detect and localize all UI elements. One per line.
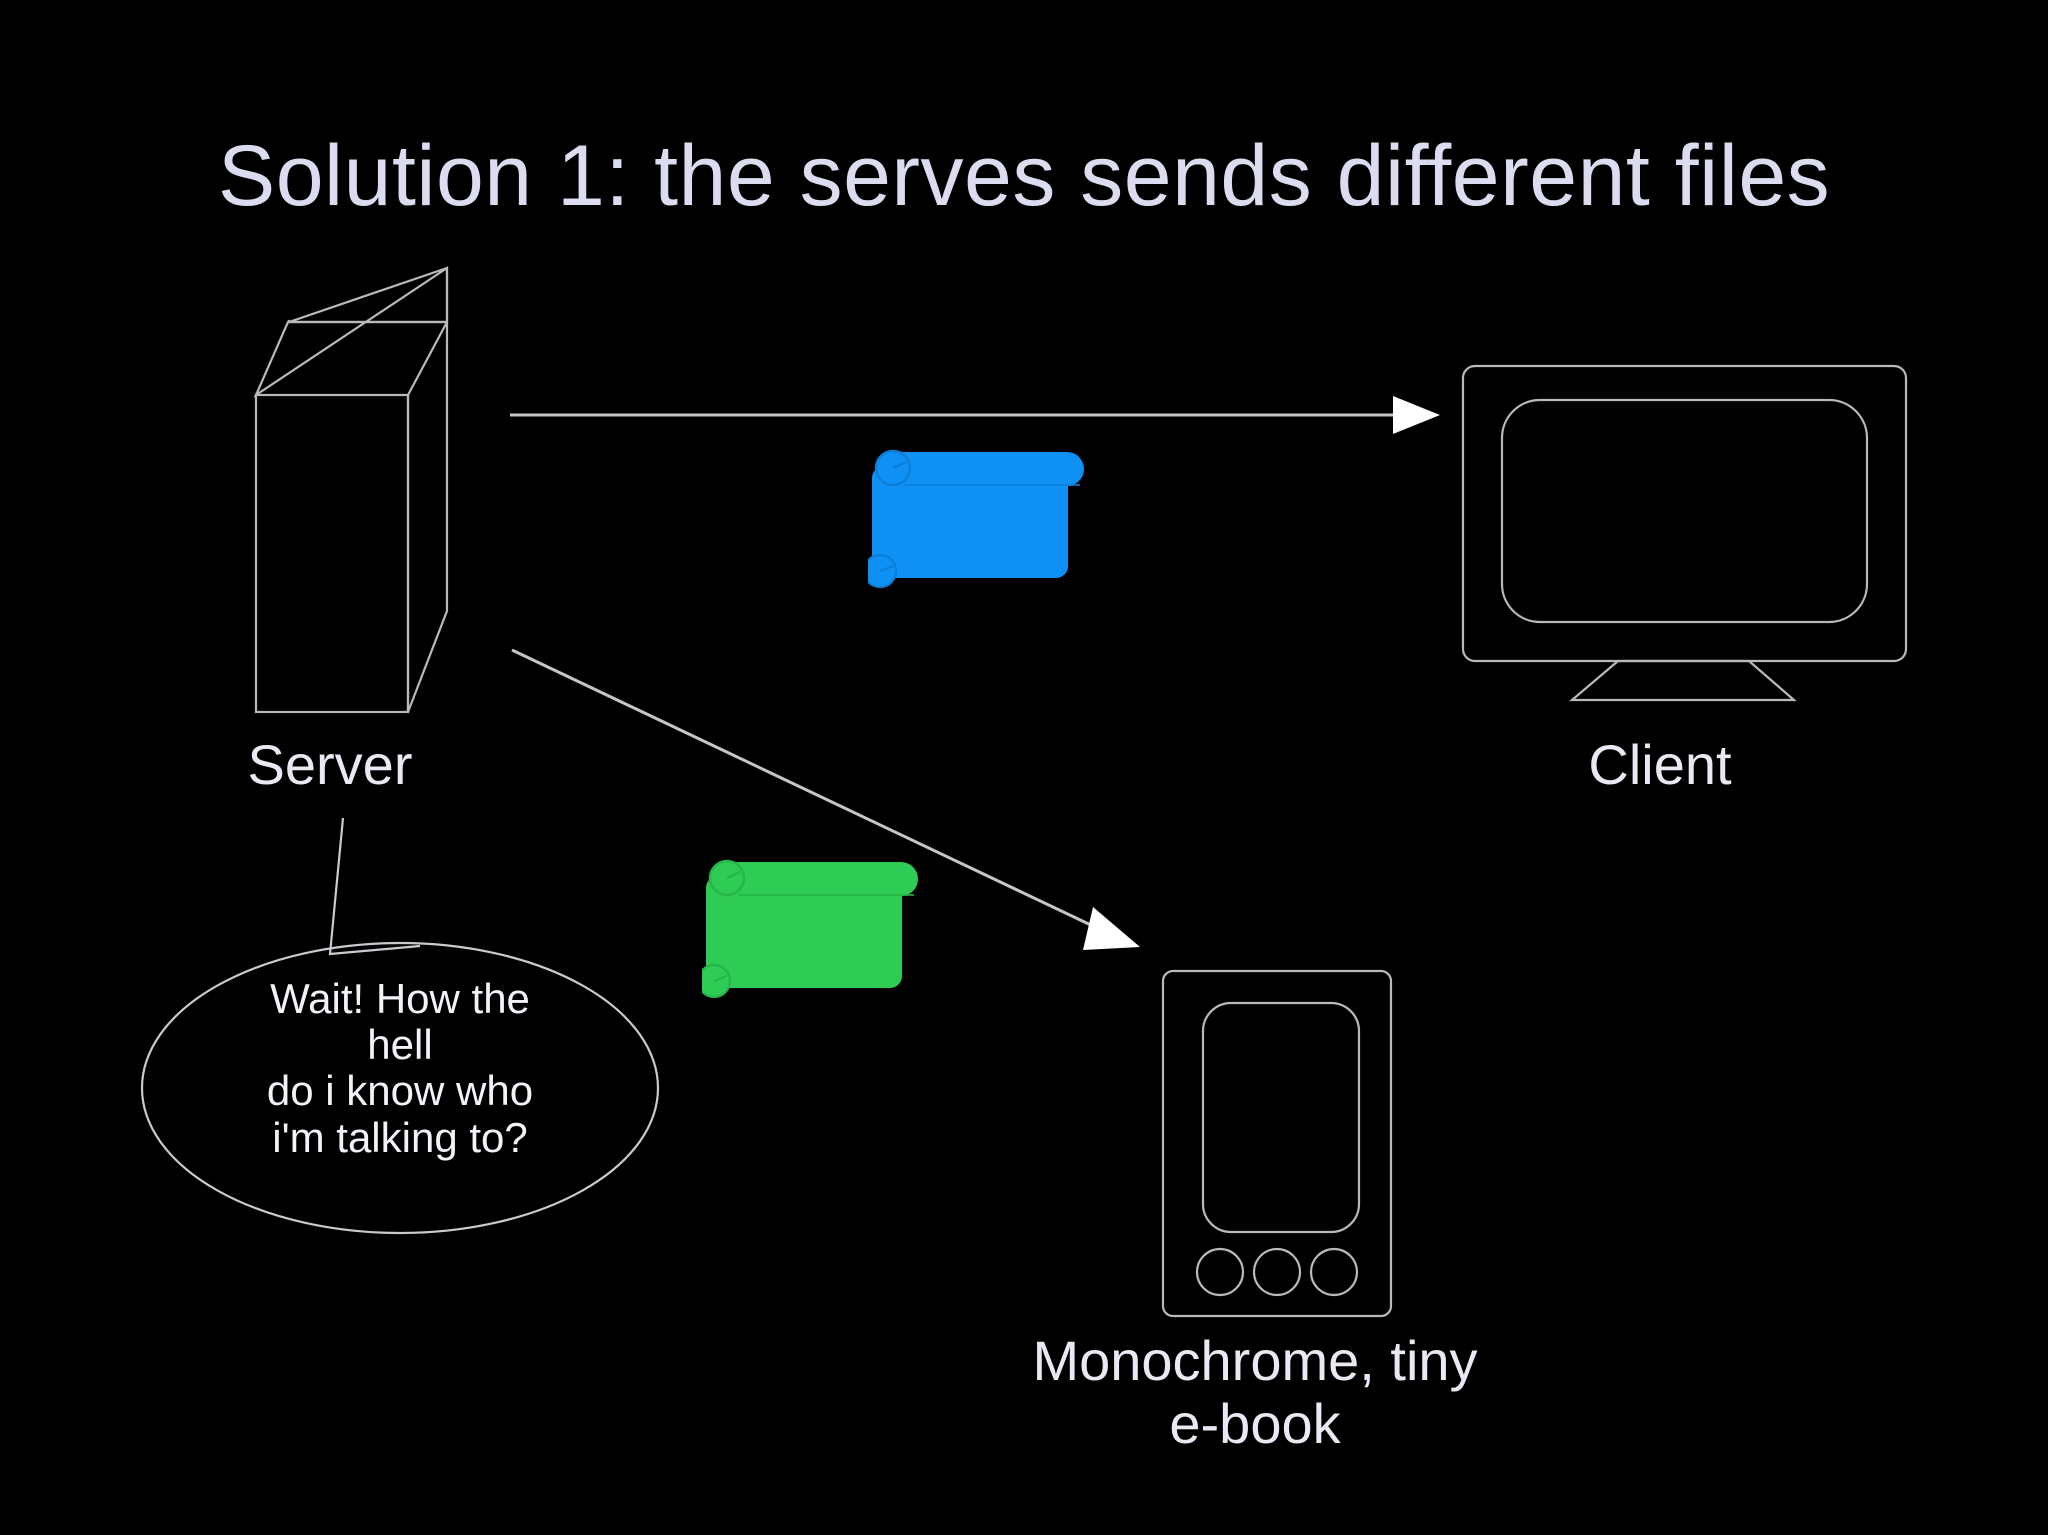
page-title: Solution 1: the serves sends different f… [217, 128, 1831, 224]
desktop-monitor-icon[interactable] [1461, 364, 1908, 702]
ebook-reader-icon[interactable] [1161, 969, 1393, 1318]
speech-bubble-text: Wait! How the hell do i know who i'm tal… [266, 975, 534, 1161]
server-label: Server [247, 733, 413, 796]
client-label: Client [1588, 733, 1732, 796]
ebook-label: Monochrome, tiny e-book [1032, 1329, 1478, 1455]
arrow-server-to-client [510, 396, 1440, 434]
speech-bubble [140, 817, 660, 1235]
arrow-server-to-ebook [511, 648, 1140, 950]
blue-scroll-file[interactable] [868, 448, 1092, 588]
green-scroll-file[interactable] [702, 858, 926, 998]
server-tower-icon[interactable] [253, 265, 449, 714]
